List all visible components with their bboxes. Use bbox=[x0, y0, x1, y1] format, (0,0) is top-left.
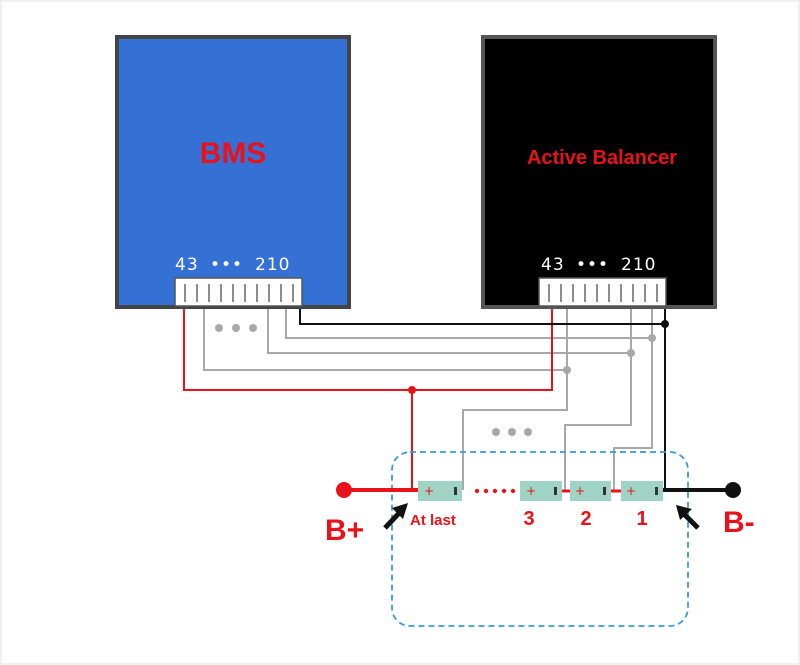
cell-at-last: + bbox=[418, 481, 462, 501]
cell-tap-dots bbox=[492, 428, 532, 436]
bms-wire-dots bbox=[215, 324, 257, 332]
battery-pack-outline bbox=[391, 451, 689, 627]
bms-pin-numbers-right: 210 bbox=[255, 255, 290, 275]
bplus-terminal-dot bbox=[336, 482, 352, 498]
bminus-label: B- bbox=[723, 506, 755, 539]
balancer-pin-numbers-right: 210 bbox=[621, 255, 656, 275]
cell-label-2: 2 bbox=[580, 508, 591, 530]
negative-junction bbox=[661, 320, 669, 328]
cell-tap-at-last bbox=[462, 370, 568, 490]
bms-pin-dots: ••• bbox=[210, 255, 243, 275]
sense-junctions bbox=[563, 334, 656, 374]
bms-title: BMS bbox=[200, 137, 267, 170]
cell-1: + bbox=[621, 481, 663, 501]
bms-connector-pins bbox=[184, 284, 294, 302]
cell-3: + bbox=[520, 481, 562, 501]
balancer-title: Active Balancer bbox=[527, 147, 677, 169]
bplus-label: B+ bbox=[325, 514, 364, 547]
sense-wire-2 bbox=[285, 306, 653, 339]
bms-pin-numbers-left: 43 bbox=[175, 255, 199, 275]
svg-text:+: + bbox=[575, 484, 585, 498]
balancer-connector-pins bbox=[548, 284, 658, 302]
balancer-connector bbox=[538, 277, 667, 307]
svg-text:+: + bbox=[424, 484, 434, 498]
arrow-at-last-icon bbox=[383, 503, 408, 530]
arrow-cell1-negative-icon bbox=[676, 505, 700, 530]
bminus-terminal-dot bbox=[725, 482, 741, 498]
bms-module: BMS 43 ••• 210 bbox=[115, 35, 351, 309]
sense-wire-3 bbox=[267, 306, 632, 354]
positive-junction bbox=[408, 386, 416, 394]
bms-connector bbox=[174, 277, 303, 307]
svg-text:+: + bbox=[626, 484, 636, 498]
cell-tap-2 bbox=[613, 338, 653, 490]
positive-wire bbox=[183, 306, 553, 490]
cell-label-at-last: At last bbox=[410, 512, 456, 529]
cell-2: + bbox=[570, 481, 611, 501]
balancer-pin-numbers-left: 43 bbox=[541, 255, 565, 275]
cell-tap-3 bbox=[564, 353, 632, 490]
cell-label-1: 1 bbox=[636, 508, 647, 530]
sense-wires bbox=[203, 306, 653, 490]
cell-label-3: 3 bbox=[523, 508, 534, 530]
svg-text:+: + bbox=[526, 484, 536, 498]
active-balancer-module: Active Balancer 43 ••• 210 bbox=[481, 35, 717, 309]
balancer-pin-dots: ••• bbox=[576, 255, 609, 275]
series-dots bbox=[474, 488, 516, 494]
negative-wire bbox=[299, 306, 666, 490]
